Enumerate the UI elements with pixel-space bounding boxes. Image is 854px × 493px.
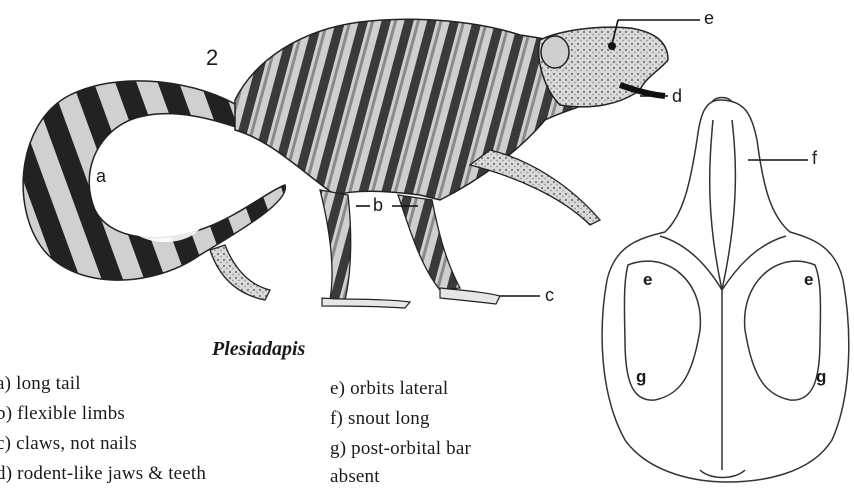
label-d: d [672,86,682,107]
skull-label-e-right: e [804,270,813,290]
skull-label-e-left: e [643,270,652,290]
skull-label-g-left: g [636,367,646,387]
trait-right-1: e) orbits lateral [330,378,448,400]
trait-left-3: c) claws, not nails [0,433,137,455]
label-b: b [373,195,383,216]
figure-title: Plesiadapis [212,338,305,361]
label-c: c [545,285,554,306]
label-f: f [812,148,817,169]
trait-left-2: b) flexible limbs [0,403,125,425]
trait-right-4: absent [330,466,380,488]
trait-left-1: a) long tail [0,373,81,395]
label-e: e [704,8,714,29]
figure-number: 2 [206,45,218,71]
skull-label-g-right: g [816,367,826,387]
trait-left-4: d) rodent-like jaws & teeth [0,463,206,485]
trait-right-2: f) snout long [330,408,430,430]
label-a: a [96,166,106,187]
animal-head [539,27,668,107]
trait-right-3: g) post-orbital bar [330,438,471,460]
